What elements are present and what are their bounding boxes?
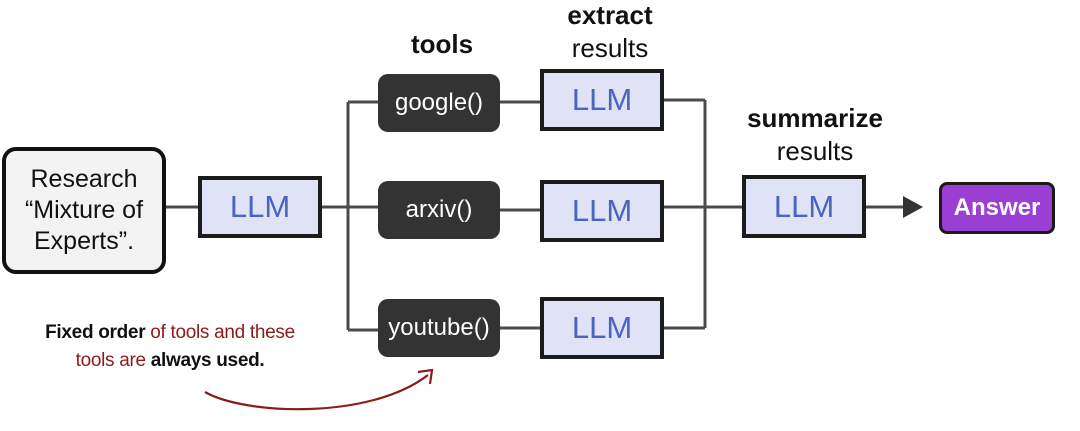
tools-heading: tools: [410, 29, 474, 59]
llm-summarize-box: LLM: [742, 175, 866, 238]
answer-box: Answer: [939, 182, 1055, 234]
llm-label: LLM: [229, 189, 291, 224]
tool-youtube: youtube(): [378, 299, 500, 357]
llm-router-box: LLM: [198, 176, 322, 238]
fixed-order-note: Fixed order of tools and these tools are…: [45, 322, 295, 371]
note-curve-arrow: [204, 374, 429, 411]
input-line-1: Research: [30, 165, 138, 193]
summarize-heading: summarize results: [747, 103, 883, 166]
llm-label: LLM: [571, 193, 633, 228]
llm-label: LLM: [571, 310, 633, 345]
answer-arrowhead: [903, 196, 923, 218]
tool-arxiv-label: arxiv(): [405, 196, 473, 223]
tool-youtube-label: youtube(): [388, 314, 490, 341]
tool-google-label: google(): [394, 89, 484, 116]
tool-arxiv: arxiv(): [378, 181, 500, 239]
llm-label: LLM: [571, 82, 633, 117]
llm-extract-2-box: LLM: [540, 180, 664, 242]
extract-heading: extract results: [567, 0, 653, 63]
input-line-3: Experts”.: [33, 227, 135, 255]
llm-extract-1-box: LLM: [540, 69, 664, 131]
tool-google: google(): [378, 74, 500, 132]
input-line-2: “Mixture of: [24, 196, 144, 224]
answer-label: Answer: [953, 194, 1041, 221]
input-query-box: Research “Mixture of Experts”.: [2, 147, 166, 274]
llm-extract-3-box: LLM: [540, 297, 664, 359]
llm-label: LLM: [773, 188, 835, 224]
